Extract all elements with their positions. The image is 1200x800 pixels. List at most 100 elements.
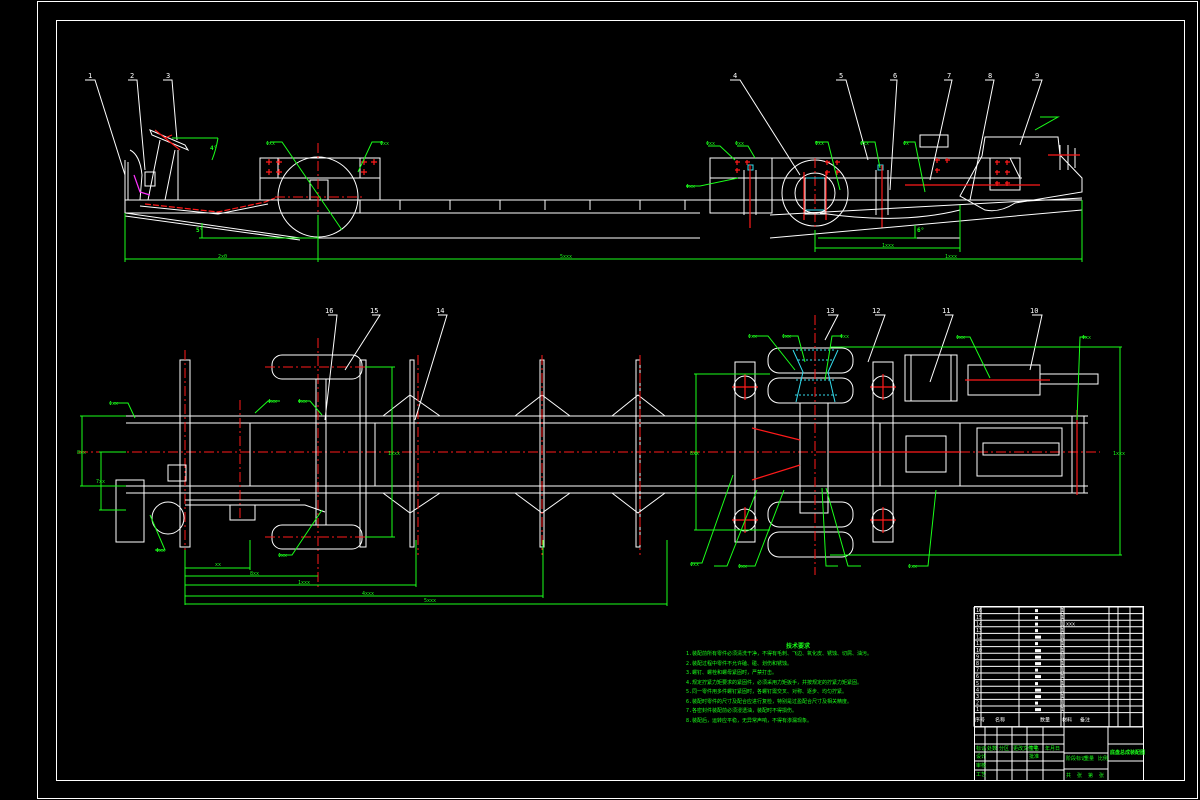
parts-list-cell: 1 [1061,621,1064,627]
svg-text:1xxx: 1xxx [298,580,310,586]
note-line: 1.装配前所有零件必须清洗干净，不得有毛刺、飞边、氧化皮、锈蚀、切屑、油污。 [686,651,873,657]
svg-text:Φxx: Φxx [266,141,275,147]
parts-list-cell: 11 [976,641,982,647]
svg-text:审核: 审核 [976,762,986,769]
svg-text:Φxx: Φxx [908,564,917,570]
steering-gear [115,479,145,543]
parts-list-cell: 1 [1061,668,1064,674]
side-leaders [85,79,1043,201]
svg-text:阶段标记: 阶段标记 [1066,755,1086,762]
plan-leaders [324,314,1043,421]
svg-text:工艺: 工艺 [976,772,986,778]
parts-list-cell: 9 [976,654,979,660]
parts-list-cell: ■ [1035,641,1038,647]
svg-text:标记: 标记 [976,745,986,752]
plan-bottom-dimensions [184,540,668,606]
parts-list-cell: 15 [976,615,982,621]
svg-text:1xxx: 1xxx [388,451,400,457]
parts-list-header: 名称 [995,717,1005,724]
steering-wheel-plan [151,501,185,535]
crossmembers [179,359,666,548]
svg-text:Φxx: Φxx [956,335,965,341]
parts-list-cell: ■ [1035,628,1038,634]
transmission [879,422,961,487]
balloon-2: 2 [130,72,134,80]
parts-list-cell: 1 [1061,654,1064,660]
svg-text:8xx: 8xx [77,450,86,456]
parts-list-cell: ■ [1035,681,1038,687]
svg-text:8xx: 8xx [250,571,259,577]
plan-side-dimensions [80,346,1122,556]
front-axle [315,378,327,526]
svg-text:张: 张 [1077,772,1082,779]
note-line: 4.规定拧紧力矩要求的紧固件，必须采用力矩扳手，并按规定的拧紧力矩紧固。 [686,679,863,686]
svg-text:分区: 分区 [999,745,1009,752]
note-line: 6.装配时零件的尺寸及配合应进行复检，特别是过盈配合尺寸及相关精度。 [686,698,853,705]
svg-text:Φxx: Φxx [268,399,277,405]
parts-list-cell: ■■ [1035,654,1041,660]
svg-text:xx: xx [215,562,221,568]
svg-text:5xxx: 5xxx [560,254,572,260]
balloon-16: 16 [325,307,333,315]
svg-text:Φxx: Φxx [380,141,389,147]
parts-list-header: 材料 [1062,717,1072,724]
svg-text:Φxx: Φxx [690,562,699,568]
parts-list-cell: 2 [976,701,979,707]
pedal-link [133,174,151,196]
balloon-11: 11 [942,307,950,315]
parts-list-header: 备注 [1080,717,1090,724]
parts-list-cell: 8 [976,661,979,667]
svg-text:7xx: 7xx [96,479,105,485]
side-dimensions [124,200,1083,262]
parts-list-cell: ■■ [1035,648,1041,654]
parts-list-cell: 1 [1061,661,1064,667]
parts-list-cell: 1 [1061,701,1064,707]
parts-list-cell: 1 [1061,648,1064,654]
parts-list-cell: ■ [1035,621,1038,627]
svg-text:更改文件号: 更改文件号 [1013,745,1038,752]
note-line: 8.装配后，运转应平稳，无异常声响，不得有渗漏现象。 [686,717,813,724]
svg-text:张: 张 [1099,772,1104,779]
parts-list-cell: ■ [1035,615,1038,621]
svg-text:Φxx: Φxx [782,334,791,340]
svg-text:Φxx: Φxx [109,401,118,407]
parts-list-cell: 7 [976,668,979,674]
inner-frame [56,20,1185,781]
side-view: 1 2 3 4 5 6 7 8 9 Φxx Φxx Φxx Φxx Φxx Φx… [85,72,1083,262]
steering-wheel [147,129,190,201]
rear-axle-housing [799,402,829,514]
balloon-14: 14 [436,307,444,315]
parts-list-cell: 6 [976,674,979,680]
rear-tire-3 [767,501,854,528]
svg-text:Φxx: Φxx [278,553,287,559]
svg-text:Φxx: Φxx [748,334,757,340]
parts-list-cell: 16 [976,608,982,614]
rear-overhang [769,197,1083,239]
svg-text:Φxx: Φxx [860,141,869,147]
side-frame-rail [124,199,1082,214]
svg-text:比例: 比例 [1098,755,1108,762]
parts-list-cell: ■ [1035,701,1038,707]
parts-list-cell: 1 [976,707,979,713]
svg-text:处数: 处数 [987,745,997,752]
parts-list-cell: 14 [976,621,982,627]
parts-list-cell: ■■ [1035,674,1041,680]
svg-text:年月日: 年月日 [1045,745,1060,752]
svg-text:Φxx: Φxx [706,141,715,147]
pedal-box [124,149,143,201]
parts-list-header: 序号 [975,717,985,724]
svg-text:1xxx: 1xxx [945,254,957,260]
balloon-9: 9 [1035,72,1039,80]
parts-list-cell: 12 [976,635,982,641]
parts-list-cell: ■■ [1035,661,1041,667]
parts-list-cell: 1 [1061,615,1064,621]
balloon-15: 15 [370,307,378,315]
shock-absorbers [743,170,889,215]
svg-text:4xxx: 4xxx [362,591,374,597]
svg-text:Φxx: Φxx [156,548,165,554]
engine [976,427,1063,477]
balloon-8: 8 [988,72,992,80]
rear-crossmember [1071,415,1085,494]
svg-text:设计: 设计 [976,753,986,760]
svg-text:8xx: 8xx [690,451,699,457]
